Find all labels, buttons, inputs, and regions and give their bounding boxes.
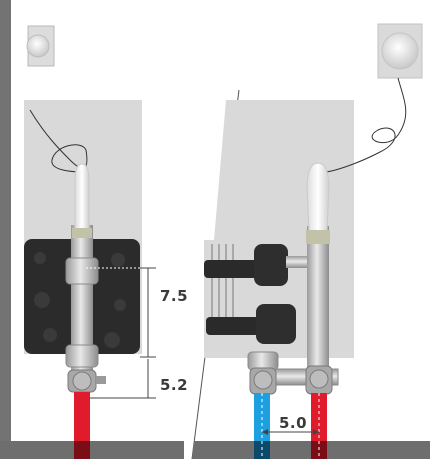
dimension-label-5-0: 5.0 bbox=[279, 414, 308, 432]
floor-left bbox=[0, 441, 184, 459]
dimension-label-7-5: 7.5 bbox=[160, 287, 189, 305]
pipe-ends bbox=[211, 244, 234, 330]
sensor-ring-right bbox=[306, 230, 330, 244]
room-thermostat-icon bbox=[26, 25, 55, 67]
fitting-upper-left bbox=[65, 257, 99, 285]
dim-arrow bbox=[262, 429, 268, 435]
dimension-label-5-2: 5.2 bbox=[160, 376, 189, 394]
connector-head-upper bbox=[254, 244, 288, 286]
hot-pipe-left bbox=[74, 392, 90, 442]
valve-knob-right-a bbox=[253, 370, 273, 390]
dim-arrow bbox=[313, 429, 319, 435]
connector-head-lower bbox=[256, 304, 296, 344]
sensor-cable-right bbox=[325, 77, 407, 173]
valve-knob-left bbox=[72, 371, 92, 391]
connector-hose-lower bbox=[206, 317, 266, 335]
sensor-ring bbox=[72, 228, 92, 238]
wall-left bbox=[0, 0, 11, 459]
room-thermostat-icon bbox=[377, 23, 423, 79]
connector-hose-upper bbox=[204, 260, 266, 278]
sensor-bulb-left bbox=[74, 163, 90, 233]
valve-knob-right-b bbox=[309, 369, 329, 389]
hot-pipe-left-floor bbox=[74, 441, 90, 459]
fitting-lower-left bbox=[65, 344, 99, 368]
valve-handle-left bbox=[96, 376, 106, 384]
sensor-cable-left bbox=[29, 109, 88, 173]
sensor-bulb-right bbox=[306, 162, 330, 233]
insulation-texture bbox=[34, 252, 126, 348]
vertical-pipe-right bbox=[307, 226, 329, 372]
fitting-right-a bbox=[247, 351, 279, 371]
